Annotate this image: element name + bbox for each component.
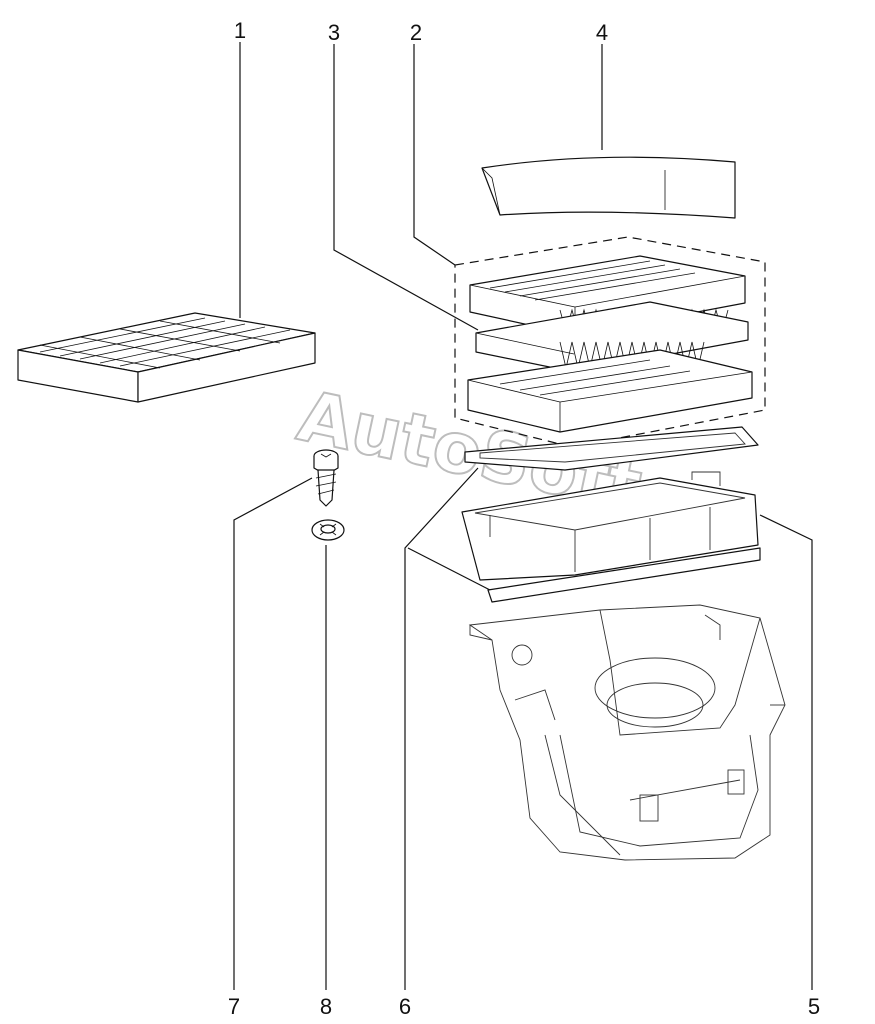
part-8-washer	[311, 519, 345, 541]
callout-labels: 1 3 2 4 7 8 6 5	[228, 18, 820, 1019]
callout-4: 4	[596, 20, 608, 45]
part-2-filter-assembly	[454, 236, 766, 448]
callout-8: 8	[320, 994, 332, 1019]
callout-3: 3	[328, 20, 340, 45]
callout-1: 1	[234, 18, 246, 43]
part-4-cover	[481, 156, 736, 219]
part-5-housing-tray	[461, 471, 759, 581]
callout-6: 6	[399, 994, 411, 1019]
seal-strip	[487, 547, 761, 603]
callout-5: 5	[808, 994, 820, 1019]
callout-2: 2	[410, 20, 422, 45]
part-1-cabin-filter	[17, 312, 316, 403]
gasket-frame	[464, 426, 759, 471]
blower-housing	[468, 604, 786, 861]
leader-lines	[233, 42, 813, 990]
callout-7: 7	[228, 994, 240, 1019]
part-7-screw	[313, 449, 339, 507]
